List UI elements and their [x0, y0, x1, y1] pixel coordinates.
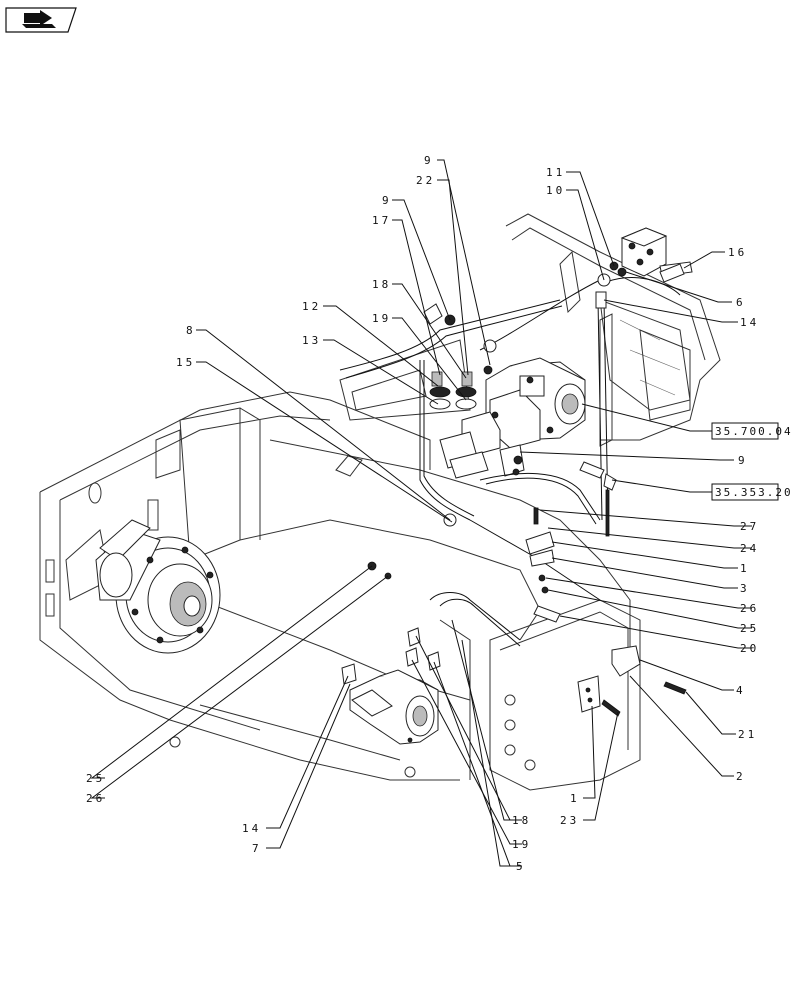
- callout-26[interactable]: 26: [86, 792, 105, 805]
- callout-26[interactable]: 26: [740, 602, 759, 615]
- callout-16[interactable]: 16: [728, 246, 747, 259]
- callout-25[interactable]: 25: [86, 772, 105, 785]
- reference-label: 35.700.04: [715, 425, 793, 438]
- book-arrow-icon[interactable]: [5, 7, 77, 33]
- drive-motor-lower: [349, 669, 439, 745]
- fittings: [341, 261, 687, 717]
- callout-5[interactable]: 5: [516, 860, 526, 873]
- reference-box-2[interactable]: 35.353.20: [711, 483, 793, 501]
- callout-9[interactable]: 9: [382, 194, 392, 207]
- callout-19[interactable]: 19: [372, 312, 391, 325]
- callout-24[interactable]: 24: [740, 542, 759, 555]
- callout-14[interactable]: 14: [242, 822, 261, 835]
- callout-17[interactable]: 17: [372, 214, 391, 227]
- callout-10[interactable]: 10: [546, 184, 565, 197]
- callout-18[interactable]: 18: [372, 278, 391, 291]
- callout-12[interactable]: 12: [302, 300, 321, 313]
- reference-box-1[interactable]: 35.700.04: [711, 422, 793, 440]
- callout-6[interactable]: 6: [736, 296, 746, 309]
- reference-label: 35.353.20: [715, 486, 793, 499]
- callout-9[interactable]: 9: [738, 454, 748, 467]
- callout-14[interactable]: 14: [740, 316, 759, 329]
- callout-13[interactable]: 13: [302, 334, 321, 347]
- callout-25[interactable]: 25: [740, 622, 759, 635]
- callout-15[interactable]: 15: [176, 356, 195, 369]
- callout-7[interactable]: 7: [252, 842, 262, 855]
- callout-9[interactable]: 9: [424, 154, 434, 167]
- callout-19[interactable]: 19: [512, 838, 531, 851]
- callout-1[interactable]: 1: [570, 792, 580, 805]
- callout-labels: 9 22 11 10 9 17 16 18 6 12 19 14 13 8 15…: [86, 154, 759, 873]
- final-drive-motor: [95, 519, 221, 654]
- callout-23[interactable]: 23: [560, 814, 579, 827]
- hydraulic-lines: [339, 277, 681, 647]
- callout-2[interactable]: 2: [736, 770, 746, 783]
- callout-22[interactable]: 22: [416, 174, 435, 187]
- callout-8[interactable]: 8: [186, 324, 196, 337]
- callout-27[interactable]: 27: [740, 520, 759, 533]
- leader-lines: [90, 159, 752, 867]
- callout-4[interactable]: 4: [736, 684, 746, 697]
- callout-1[interactable]: 1: [740, 562, 750, 575]
- callout-20[interactable]: 20: [740, 642, 759, 655]
- callout-11[interactable]: 11: [546, 166, 565, 179]
- hydraulic-pump-assembly: [439, 357, 586, 479]
- callout-21[interactable]: 21: [738, 728, 757, 741]
- valve-block-top: [620, 227, 693, 277]
- callout-3[interactable]: 3: [740, 582, 750, 595]
- callout-18[interactable]: 18: [512, 814, 531, 827]
